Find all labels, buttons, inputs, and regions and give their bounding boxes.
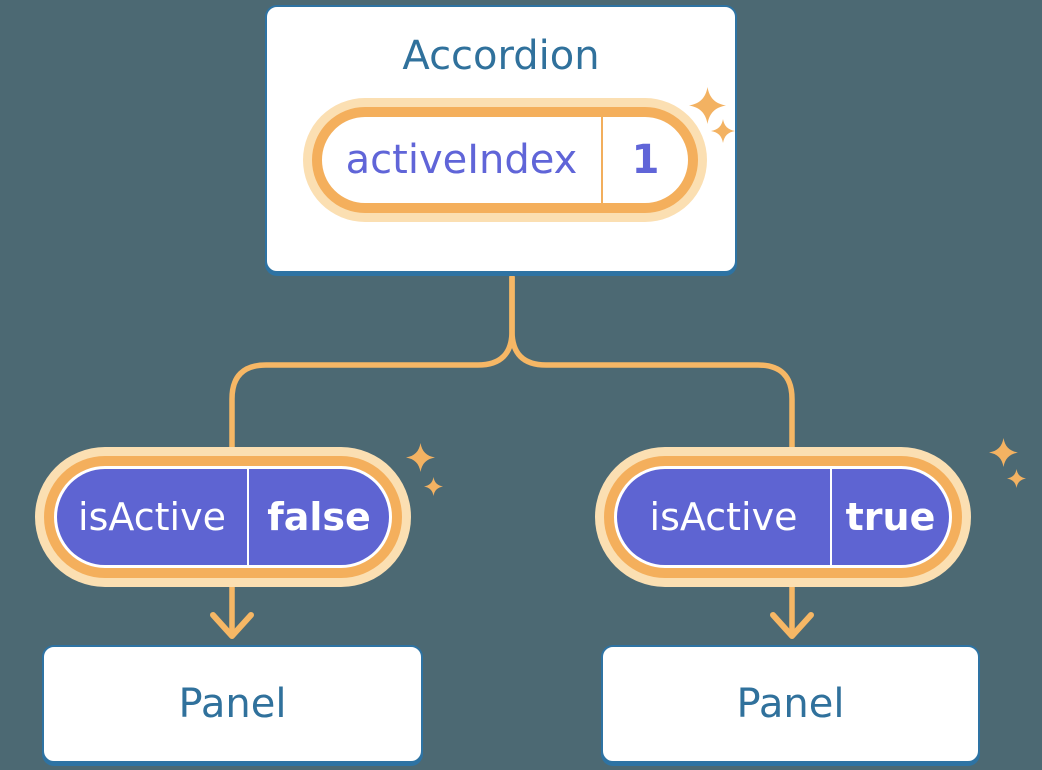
panel-title: Panel [736,681,845,727]
wire-left-branch [229,274,515,632]
pill-divider [830,469,832,565]
sparkle-icon [689,87,726,124]
sparkle-icon [711,119,735,143]
panel-box-left: Panel [42,645,423,763]
arrow-down-icon [210,612,254,639]
panel-box-right: Panel [601,645,980,763]
pill-divider [601,117,603,203]
wire-right-branch [509,274,795,632]
prop-value: false [267,495,371,539]
sparkle-icon [1007,469,1026,488]
prop-pill-inner: isActive false [57,469,389,565]
accordion-title: Accordion [402,33,600,79]
state-label: activeIndex [345,137,578,183]
prop-label: isActive [78,495,226,539]
panel-title: Panel [178,681,287,727]
state-pill: activeIndex 1 [312,107,698,213]
prop-pill-right: isActive true [604,456,962,578]
accordion-box: Accordion activeIndex 1 [265,5,737,273]
prop-label: isActive [649,495,798,539]
sparkle-icon [989,438,1018,467]
state-value: 1 [631,137,660,183]
arrow-down-icon [770,612,814,639]
prop-pill-left: isActive false [44,456,402,578]
sparkle-icon [406,443,435,472]
prop-value: true [845,495,936,539]
pill-divider [247,469,249,565]
sparkle-icon [424,477,443,496]
prop-pill-inner: isActive true [617,469,949,565]
